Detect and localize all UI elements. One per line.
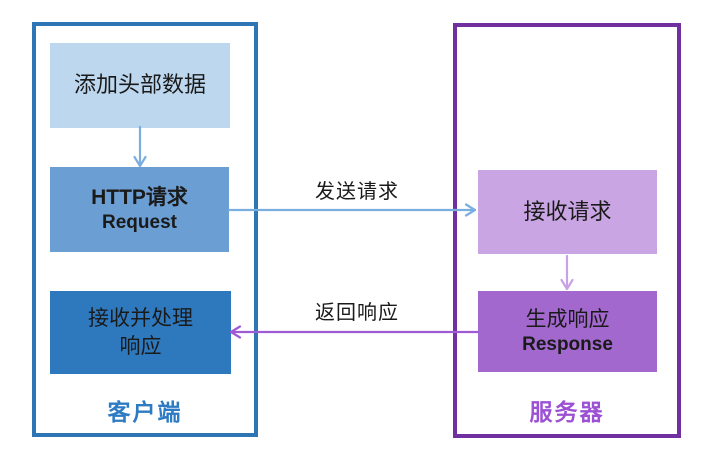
- client-down-arrow-icon: [133, 125, 147, 168]
- http-request-label-en: Request: [102, 211, 177, 233]
- receive-process-label-line1: 接收并处理: [88, 307, 193, 331]
- http-request-label-cn: HTTP请求: [91, 185, 188, 209]
- server-zone-label: 服务器: [529, 399, 605, 425]
- add-header-data-box: 添加头部数据: [50, 43, 230, 128]
- return-response-label: 返回响应: [315, 302, 399, 324]
- send-request-label: 发送请求: [315, 181, 399, 203]
- client-zone-label: 客户端: [107, 399, 183, 425]
- receive-request-label: 接收请求: [523, 198, 612, 224]
- generate-response-label-en: Response: [522, 333, 613, 355]
- server-down-arrow-icon: [560, 254, 574, 291]
- send-request-arrow-icon: [227, 203, 477, 217]
- generate-response-label-cn: 生成响应: [525, 307, 610, 331]
- add-header-data-label: 添加头部数据: [73, 72, 206, 98]
- generate-response-box: 生成响应 Response: [478, 291, 657, 372]
- receive-request-box: 接收请求: [478, 170, 657, 254]
- receive-process-label-line2: 响应: [119, 334, 162, 358]
- http-request-box: HTTP请求 Request: [50, 167, 229, 252]
- receive-process-response-box: 接收并处理 响应: [50, 291, 231, 374]
- return-response-arrow-icon: [229, 325, 480, 339]
